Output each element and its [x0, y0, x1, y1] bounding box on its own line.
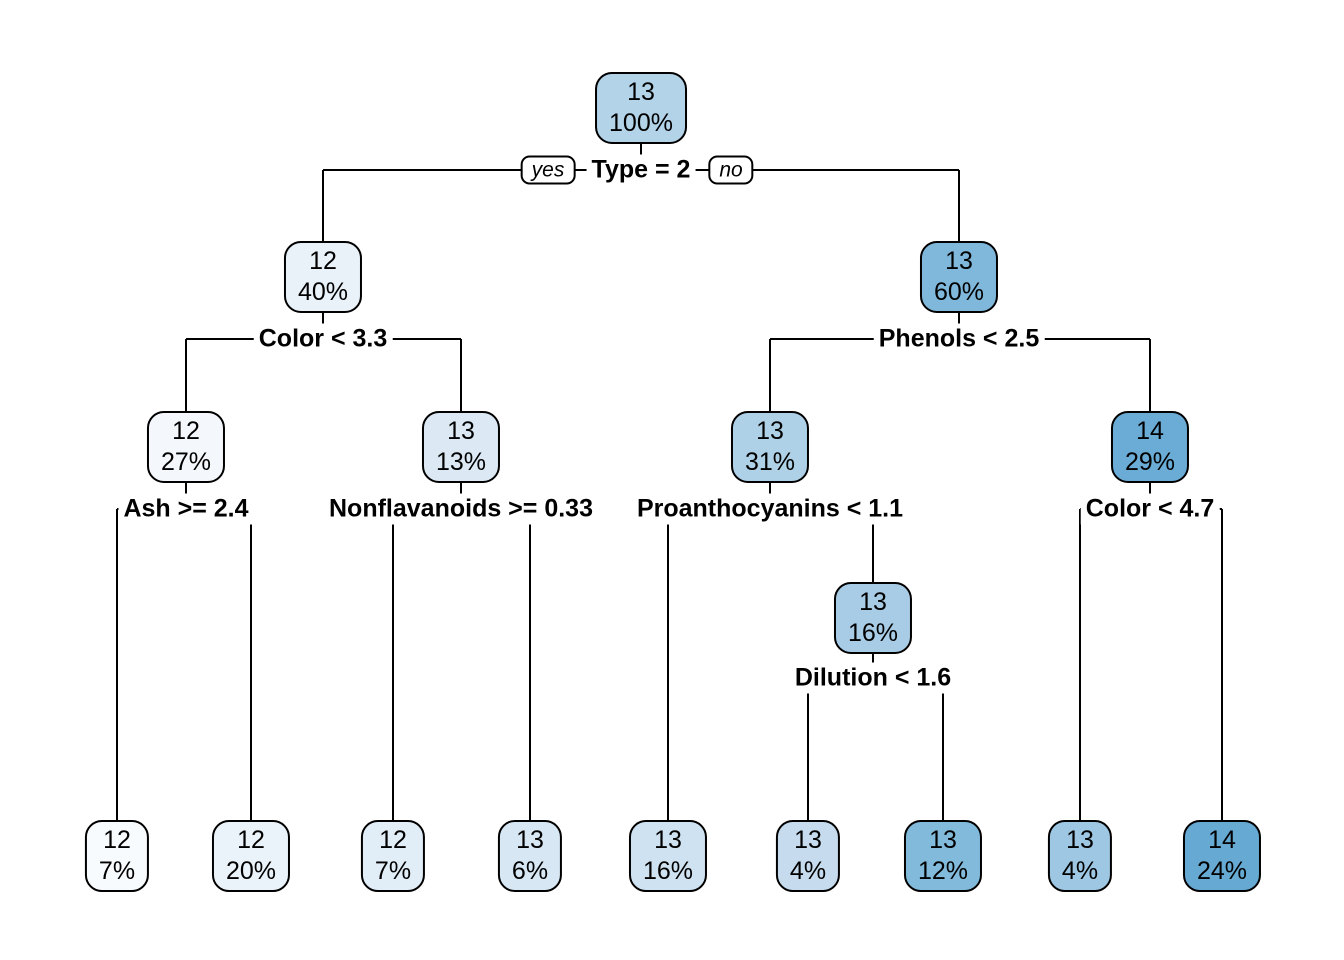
split-phenols-lt-2-5: Phenols < 2.5 — [873, 323, 1045, 355]
branch-line — [529, 509, 531, 822]
node-value: 13 — [945, 247, 973, 275]
node-percent: 29% — [1124, 448, 1176, 476]
node-percent: 20% — [225, 857, 277, 885]
node-value: 12 — [172, 417, 200, 445]
node-percent: 27% — [160, 448, 212, 476]
node-value: 12 — [103, 826, 131, 854]
node-percent: 24% — [1196, 857, 1248, 885]
node-percent: 7% — [98, 857, 136, 885]
branch-line — [250, 509, 252, 822]
branch-line — [185, 339, 187, 413]
node-value: 13 — [756, 417, 784, 445]
node-value: 13 — [1066, 826, 1094, 854]
branch-line — [392, 509, 394, 822]
branch-line — [958, 170, 960, 243]
node-percent: 16% — [847, 619, 899, 647]
branch-line — [116, 509, 118, 822]
node-value: 13 — [654, 826, 682, 854]
node-value: 12 — [309, 247, 337, 275]
node-value: 13 — [447, 417, 475, 445]
branch-line — [807, 678, 809, 822]
node-root-13-100: 13 100% — [595, 72, 687, 144]
branch-line — [1221, 509, 1223, 822]
branch-line — [1149, 339, 1151, 413]
node-percent: 31% — [744, 448, 796, 476]
node-percent: 60% — [933, 278, 985, 306]
branch-line — [667, 509, 669, 822]
branch-line — [872, 509, 874, 584]
node-value: 13 — [794, 826, 822, 854]
node-value: 13 — [859, 588, 887, 616]
branch-line — [460, 339, 462, 413]
node-percent: 40% — [297, 278, 349, 306]
split-color-lt-4-7: Color < 4.7 — [1080, 493, 1220, 525]
branch-line — [942, 678, 944, 822]
node-value: 13 — [929, 826, 957, 854]
node-percent: 7% — [374, 857, 412, 885]
node-value: 12 — [379, 826, 407, 854]
branch-line — [1079, 509, 1081, 822]
split-nonflavanoids-ge-0-33: Nonflavanoids >= 0.33 — [324, 493, 598, 525]
node-percent: 100% — [609, 109, 673, 137]
node-value: 12 — [237, 826, 265, 854]
node-value: 14 — [1136, 417, 1164, 445]
node-percent: 13% — [435, 448, 487, 476]
node-percent: 6% — [511, 857, 549, 885]
split-color-lt-3-3: Color < 3.3 — [253, 323, 393, 355]
split-type-eq-2: Type = 2 — [586, 154, 696, 186]
branch-tag-yes: yes — [520, 155, 576, 185]
branch-line — [322, 170, 324, 243]
split-ash-ge-2-4: Ash >= 2.4 — [118, 493, 254, 525]
node-percent: 12% — [917, 857, 969, 885]
node-percent: 4% — [1061, 857, 1099, 885]
split-dilution-lt-1-6: Dilution < 1.6 — [789, 662, 957, 694]
node-value: 13 — [627, 78, 655, 106]
branch-line — [769, 339, 771, 413]
branch-tag-no: no — [708, 155, 754, 185]
node-value: 14 — [1208, 826, 1236, 854]
node-percent: 16% — [642, 857, 694, 885]
split-proanthocyanins-lt-1-1: Proanthocyanins < 1.1 — [631, 493, 909, 525]
node-percent: 4% — [789, 857, 827, 885]
node-value: 13 — [516, 826, 544, 854]
